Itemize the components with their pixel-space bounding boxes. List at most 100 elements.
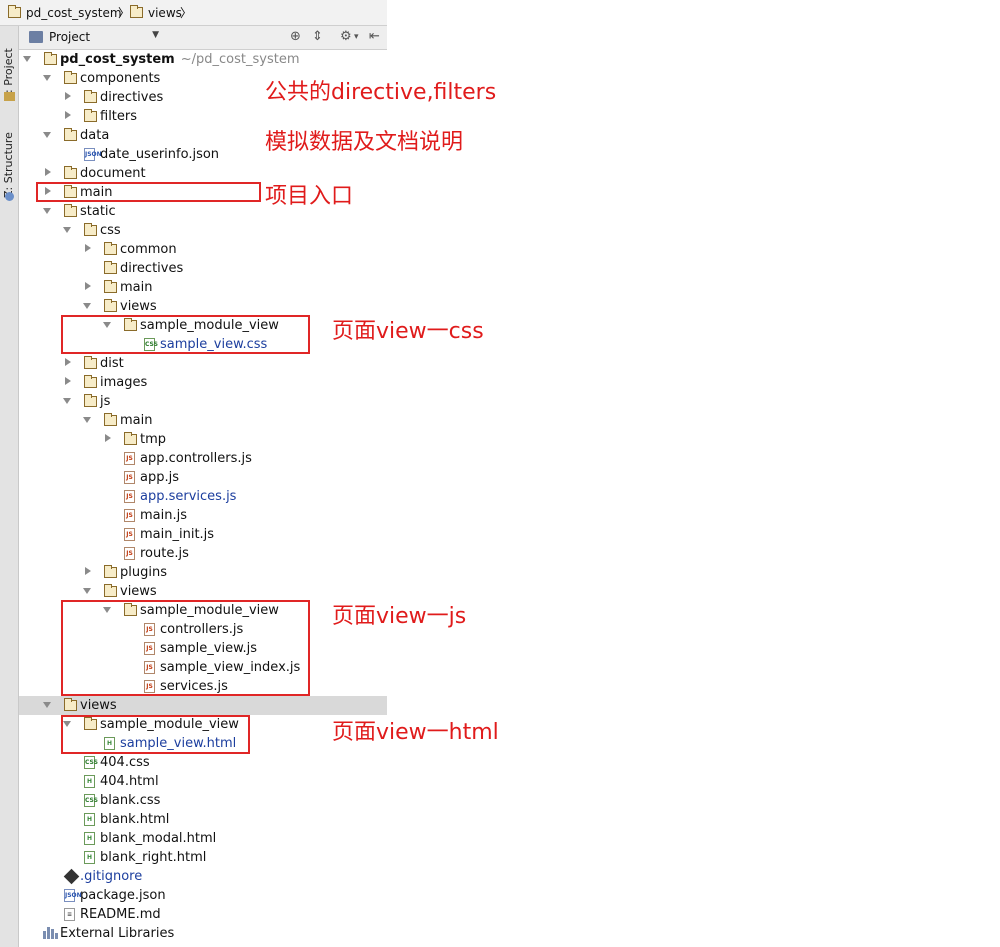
tree-item-main-js[interactable]: JS main.js — [19, 506, 387, 525]
tree-item-sample-view-html[interactable]: H sample_view.html — [19, 734, 387, 753]
tree-item-css-main[interactable]: main — [19, 278, 387, 297]
breadcrumb-views-label: views — [148, 6, 182, 20]
tree-item-label: main_init.js — [140, 527, 215, 542]
tree-item-label: app.services.js — [140, 489, 237, 504]
collapse-arrow-icon[interactable] — [105, 434, 111, 442]
js-file-icon: JS — [124, 509, 135, 522]
tree-item-main-init[interactable]: JS main_init.js — [19, 525, 387, 544]
gear-dropdown-icon[interactable]: ▾ — [354, 32, 359, 42]
tree-item-blank-html[interactable]: H blank.html — [19, 810, 387, 829]
tree-item-label: views — [120, 584, 157, 599]
tree-item-route[interactable]: JS route.js — [19, 544, 387, 563]
tree-item-data[interactable]: data — [19, 126, 387, 145]
expand-arrow-icon[interactable] — [83, 303, 91, 309]
tree-item-views[interactable]: views — [19, 696, 387, 715]
tree-item-blank-css[interactable]: CSS blank.css — [19, 791, 387, 810]
tree-item-package-json[interactable]: JSON package.json — [19, 886, 387, 905]
expand-arrow-icon[interactable] — [43, 132, 51, 138]
tree-item-app-js[interactable]: JS app.js — [19, 468, 387, 487]
tree-item-services[interactable]: JS services.js — [19, 677, 387, 696]
folder-icon — [124, 603, 137, 616]
expand-arrow-icon[interactable] — [63, 227, 71, 233]
annotation-html: 页面view一html — [332, 720, 499, 745]
tree-item-gitignore[interactable]: .gitignore — [19, 867, 387, 886]
hide-panel-icon[interactable]: ⇤ — [369, 29, 380, 44]
view-selector[interactable]: Project ▼ — [27, 29, 159, 46]
expand-arrow-icon[interactable] — [23, 56, 31, 62]
folder-icon — [84, 394, 97, 407]
tree-item-document[interactable]: document — [19, 164, 387, 183]
folder-icon — [84, 109, 97, 122]
js-file-icon: JS — [124, 547, 135, 560]
tree-item-label: controllers.js — [160, 622, 244, 637]
tree-item-js-main[interactable]: main — [19, 411, 387, 430]
tree-item-tmp[interactable]: tmp — [19, 430, 387, 449]
tree-item-label: common — [120, 242, 177, 257]
tree-item-sample-view-js[interactable]: JS sample_view.js — [19, 639, 387, 658]
tree-item-blank-right[interactable]: H blank_right.html — [19, 848, 387, 867]
expand-arrow-icon[interactable] — [43, 702, 51, 708]
tree-item-static[interactable]: static — [19, 202, 387, 221]
tree-item-dist[interactable]: dist — [19, 354, 387, 373]
tree-item-filters[interactable]: filters — [19, 107, 387, 126]
scroll-from-source-icon[interactable]: ⊕ — [290, 29, 301, 44]
expand-arrow-icon[interactable] — [103, 607, 111, 613]
tree-item-main[interactable]: main — [19, 183, 387, 202]
collapse-all-icon[interactable]: ⇕ — [312, 29, 323, 44]
tree-item-plugins[interactable]: plugins — [19, 563, 387, 582]
expand-arrow-icon[interactable] — [83, 417, 91, 423]
folder-icon — [104, 280, 117, 293]
tree-item-directives[interactable]: directives — [19, 88, 387, 107]
tree-item-controllers[interactable]: JS controllers.js — [19, 620, 387, 639]
tree-item-css-views[interactable]: views — [19, 297, 387, 316]
tree-item-components[interactable]: components — [19, 69, 387, 88]
gear-icon[interactable]: ⚙ — [340, 29, 352, 44]
tree-item-blank-modal[interactable]: H blank_modal.html — [19, 829, 387, 848]
expand-arrow-icon[interactable] — [63, 721, 71, 727]
collapse-arrow-icon[interactable] — [65, 92, 71, 100]
collapse-arrow-icon[interactable] — [65, 377, 71, 385]
js-file-icon: JS — [124, 452, 135, 465]
tree-item-404-css[interactable]: CSS 404.css — [19, 753, 387, 772]
breadcrumb-separator-icon: 〉 — [118, 6, 131, 20]
tree-item-sample-view-index[interactable]: JS sample_view_index.js — [19, 658, 387, 677]
collapse-arrow-icon[interactable] — [65, 358, 71, 366]
collapse-arrow-icon[interactable] — [85, 282, 91, 290]
expand-arrow-icon[interactable] — [83, 588, 91, 594]
tree-item-css[interactable]: css — [19, 221, 387, 240]
tree-item-js-sample-module-view[interactable]: sample_module_view — [19, 601, 387, 620]
collapse-arrow-icon[interactable] — [45, 168, 51, 176]
folder-icon — [44, 52, 57, 65]
collapse-arrow-icon[interactable] — [85, 567, 91, 575]
tree-item-sample-view-css[interactable]: CSS sample_view.css — [19, 335, 387, 354]
tree-root[interactable]: pd_cost_system~/pd_cost_system — [19, 50, 387, 69]
folder-icon — [8, 5, 21, 18]
expand-arrow-icon[interactable] — [43, 208, 51, 214]
folder-icon — [124, 318, 137, 331]
collapse-arrow-icon[interactable] — [65, 111, 71, 119]
tree-item-app-controllers[interactable]: JS app.controllers.js — [19, 449, 387, 468]
tree-item-css-common[interactable]: common — [19, 240, 387, 259]
breadcrumb: pd_cost_system 〉 views 〉 — [0, 0, 387, 26]
tree-item-404-html[interactable]: H 404.html — [19, 772, 387, 791]
tree-item-js[interactable]: js — [19, 392, 387, 411]
folder-icon — [64, 128, 77, 141]
tree-item-js-views[interactable]: views — [19, 582, 387, 601]
tree-item-external-libraries[interactable]: External Libraries — [19, 924, 387, 943]
expand-arrow-icon[interactable] — [43, 75, 51, 81]
expand-arrow-icon[interactable] — [103, 322, 111, 328]
tree-item-views-sample-module-view[interactable]: sample_module_view — [19, 715, 387, 734]
tree-item-images[interactable]: images — [19, 373, 387, 392]
tree-item-date-userinfo[interactable]: JSON date_userinfo.json — [19, 145, 387, 164]
tree-item-app-services[interactable]: JS app.services.js — [19, 487, 387, 506]
js-file-icon: JS — [144, 661, 155, 674]
js-file-icon: JS — [124, 528, 135, 541]
expand-arrow-icon[interactable] — [63, 398, 71, 404]
collapse-arrow-icon[interactable] — [45, 187, 51, 195]
collapse-arrow-icon[interactable] — [85, 244, 91, 252]
tree-item-label: directives — [100, 90, 164, 105]
tree-item-css-sample-module-view[interactable]: sample_module_view — [19, 316, 387, 335]
tree-item-label: sample_view.html — [120, 736, 237, 751]
tree-item-readme[interactable]: ≡ README.md — [19, 905, 387, 924]
tree-item-css-directives[interactable]: directives — [19, 259, 387, 278]
